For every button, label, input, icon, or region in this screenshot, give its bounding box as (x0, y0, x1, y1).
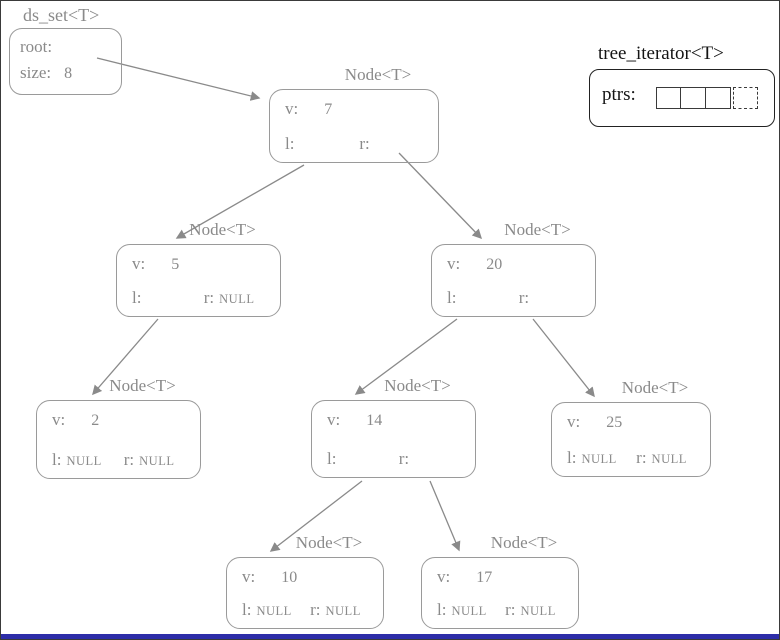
r-label: r: (505, 600, 516, 619)
r-label: r: (636, 448, 647, 467)
node-type-label: Node<T> (109, 376, 176, 395)
ptrs-label: ptrs: (602, 84, 636, 105)
v-label: v: (567, 412, 581, 431)
v-label: v: (327, 410, 341, 429)
edge-20r-to-25 (532, 318, 595, 398)
edge-14r-to-17 (429, 480, 461, 552)
v-value: 2 (91, 412, 100, 429)
r-value: NULL (651, 452, 687, 466)
v-value: 20 (486, 256, 503, 273)
tree-iterator-box: ptrs: (589, 69, 775, 127)
tree-node-5: Node<T> v: 5 l: r: NULL (116, 220, 281, 317)
l-value: NULL (66, 454, 102, 468)
l-label: l: (132, 288, 142, 307)
l-label: l: (447, 288, 457, 307)
root-label: root: (20, 37, 53, 56)
ptrs-cells (656, 87, 758, 109)
r-label: r: (518, 288, 530, 307)
node-type-label: Node<T> (189, 220, 256, 239)
v-value: 25 (606, 414, 623, 431)
r-value: NULL (219, 292, 255, 306)
r-label: r: (310, 600, 321, 619)
size-label: size: (20, 63, 52, 83)
size-value: 8 (64, 65, 73, 83)
v-label: v: (437, 567, 451, 586)
v-value: 10 (281, 569, 298, 586)
ptr-cell (706, 87, 731, 109)
tree-node-2: Node<T> v: 2 l: NULL r: NULL (36, 376, 201, 479)
v-label: v: (52, 410, 66, 429)
node-type-label: Node<T> (384, 376, 451, 395)
node-type-label: Node<T> (295, 533, 363, 552)
bottom-edge-bar (1, 634, 779, 639)
r-value: NULL (520, 604, 556, 618)
r-label: r: (203, 288, 215, 307)
tree-node-10: Node<T> v: 10 l: NULL r: NULL (226, 533, 384, 629)
v-value: 7 (324, 101, 333, 118)
tree-iterator-title: tree_iterator<T> (598, 43, 724, 64)
l-value: NULL (256, 604, 292, 618)
l-label: l: (567, 448, 577, 467)
r-label: r: (123, 450, 135, 469)
r-label: r: (359, 134, 370, 153)
r-label: r: (398, 449, 410, 468)
tree-node-14: Node<T> v: 14 l: r: (311, 376, 476, 478)
v-label: v: (447, 254, 461, 273)
v-label: v: (242, 567, 256, 586)
tree-node-7: Node<T> v: 7 l: r: (269, 65, 439, 163)
l-label: l: (242, 600, 252, 619)
tree-node-17: Node<T> v: 17 l: NULL r: NULL (421, 533, 579, 629)
node-type-label: Node<T> (621, 378, 689, 397)
v-value: 5 (171, 256, 180, 273)
l-label: l: (437, 600, 447, 619)
r-value: NULL (139, 454, 175, 468)
v-value: 14 (366, 412, 383, 429)
v-value: 17 (476, 569, 493, 586)
ds-set-title: ds_set<T> (23, 5, 100, 25)
v-label: v: (285, 99, 299, 118)
l-value: NULL (581, 452, 617, 466)
l-label: l: (327, 449, 337, 468)
node-type-label: Node<T> (504, 220, 571, 239)
ptr-cell-dashed (733, 87, 758, 109)
node-type-label: Node<T> (490, 533, 558, 552)
ptr-cell (656, 87, 681, 109)
edge-7r-to-20 (398, 152, 483, 240)
ds-set-box: root: size: 8 (9, 28, 122, 95)
ptr-cell (681, 87, 706, 109)
l-label: l: (52, 450, 62, 469)
r-value: NULL (325, 604, 361, 618)
l-label: l: (285, 134, 295, 153)
l-value: NULL (451, 604, 487, 618)
tree-node-25: Node<T> v: 25 l: NULL r: NULL (551, 378, 711, 477)
tree-node-20: Node<T> v: 20 l: r: (431, 220, 596, 317)
node-type-label: Node<T> (344, 65, 412, 84)
v-label: v: (132, 254, 146, 273)
